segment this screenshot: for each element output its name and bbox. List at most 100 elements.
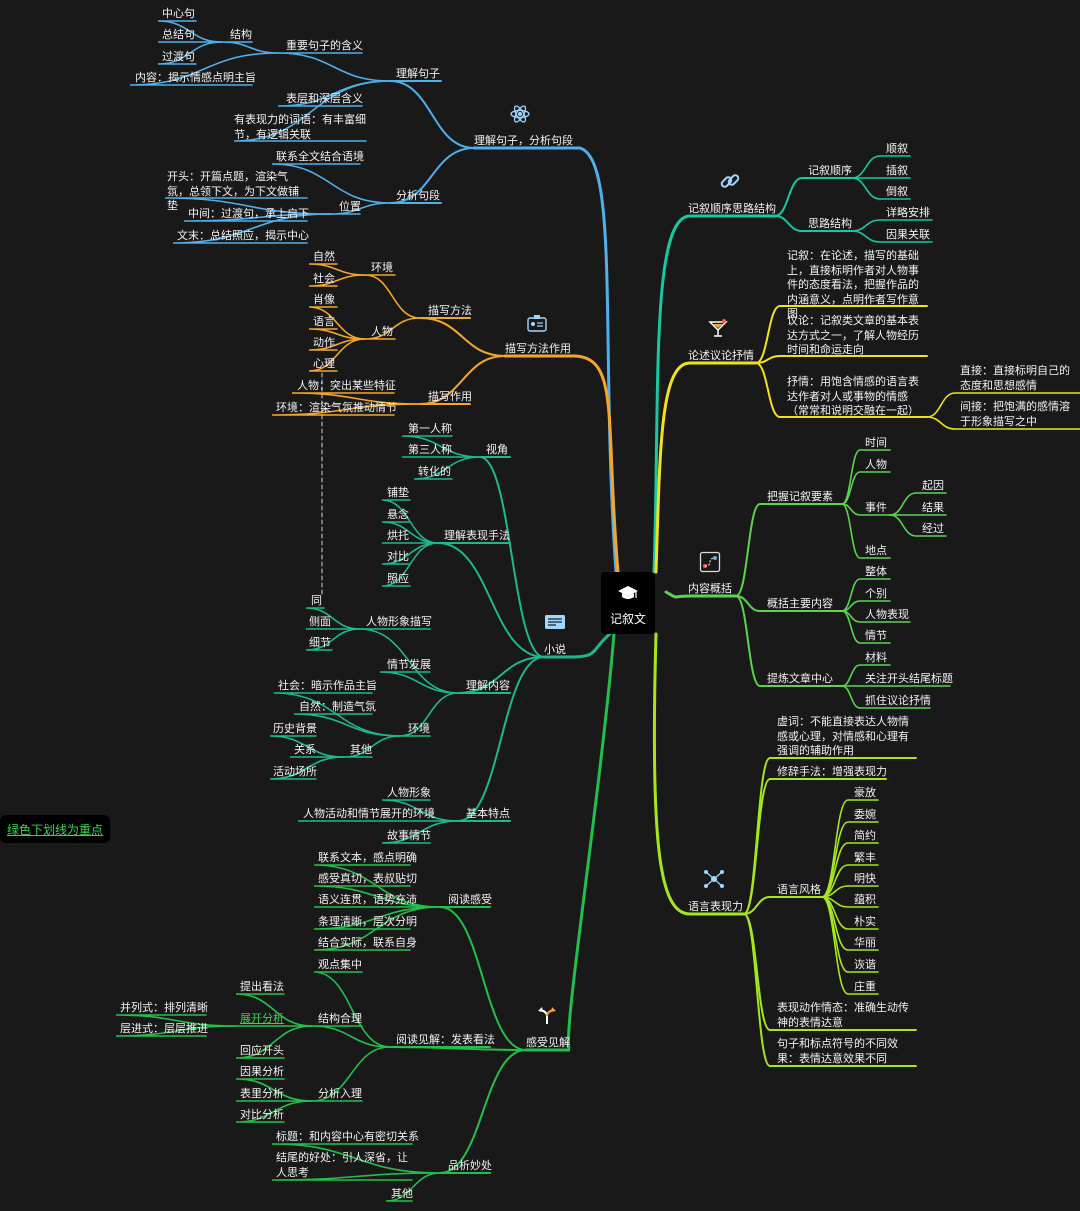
node-b2-c2-item[interactable]: 环境：渲染气氛推动情节 (276, 401, 397, 414)
node-b4-c1-item[interactable]: 条理清晰，层次分明 (318, 915, 417, 928)
node-b4-c3[interactable]: 品析妙处 (448, 1159, 492, 1172)
node-b3-c2-item[interactable]: 悬念 (387, 508, 409, 521)
node-b8-c3-item[interactable]: 朴实 (854, 915, 876, 928)
node-b7-c1-c4[interactable]: 地点 (865, 544, 887, 557)
node-b8-c1[interactable]: 虚词：不能直接表达人物情感或心理，对情感和心理有强调的辅助作用 (777, 715, 909, 757)
node-b1-c2-c2-item[interactable]: 文末：总结照应，揭示中心 (177, 229, 309, 242)
node-b3-c4-item[interactable]: 故事情节 (387, 829, 431, 842)
node-b1-c1-c1-c1-item[interactable]: 过渡句 (162, 50, 195, 63)
node-b8-c5[interactable]: 句子和标点符号的不同效果：表情达意效果不同 (777, 1037, 898, 1065)
node-b5-c1[interactable]: 记叙顺序 (808, 164, 852, 177)
node-b5-c2-item[interactable]: 因果关联 (886, 228, 930, 241)
node-b1-c1-c2[interactable]: 表层和深层含义 (286, 92, 363, 105)
node-b5-c2[interactable]: 思路结构 (808, 217, 852, 230)
node-b2-c1-c1[interactable]: 环境 (371, 261, 393, 274)
node-b3-c3-c3-c3-item[interactable]: 历史背景 (273, 722, 317, 735)
node-b3-c4[interactable]: 基本特点 (466, 807, 510, 820)
node-b1-c1-c1-c1-item[interactable]: 中心句 (162, 7, 195, 20)
node-b4-c2-c2-c1[interactable]: 提出看法 (240, 980, 284, 993)
node-b5-c1-item[interactable]: 插叙 (886, 164, 908, 177)
node-b3-c2-item[interactable]: 对比 (387, 550, 409, 563)
node-b1-c1[interactable]: 理解句子 (396, 67, 440, 80)
node-b7-c2-item[interactable]: 个别 (865, 587, 887, 600)
node-b8-c3-item[interactable]: 委婉 (854, 808, 876, 821)
node-b2-c1-c2-item[interactable]: 动作 (313, 336, 335, 349)
node-b7-c2-item[interactable]: 人物表现 (865, 608, 909, 621)
node-b6-c3[interactable]: 抒情：用饱含情感的语言表达作者对人或事物的情感（常常和说明交融在一起） (787, 375, 919, 417)
node-b3-c1[interactable]: 视角 (486, 443, 508, 456)
node-b3-c3-c3-c3[interactable]: 其他 (350, 743, 372, 756)
node-b2-c1-c1-item[interactable]: 社会 (313, 272, 335, 285)
node-b4-c1-item[interactable]: 感受真切，表叔贴切 (318, 872, 417, 885)
node-b3-c3[interactable]: 理解内容 (466, 679, 510, 692)
node-b2-c1-c2[interactable]: 人物 (371, 325, 393, 338)
node-b7[interactable]: 内容概括 (688, 582, 732, 595)
node-b1[interactable]: 理解句子，分析句段 (474, 134, 573, 147)
node-b8-c2[interactable]: 修辞手法：增强表现力 (777, 765, 887, 778)
node-b4-c1-item[interactable]: 语义连贯，语势充沛 (318, 893, 417, 906)
node-b1-c1-c3[interactable]: 有表现力的词语：有丰富细节，有逻辑关联 (234, 113, 366, 141)
node-b1-c1-c1-c1[interactable]: 结构 (230, 28, 252, 41)
node-b4-c3-item[interactable]: 其他 (391, 1187, 413, 1200)
node-b8-c3-item[interactable]: 蕴积 (854, 893, 876, 906)
node-b3-c2-item[interactable]: 照应 (387, 572, 409, 585)
node-b2-c1-c2-item[interactable]: 肖像 (313, 293, 335, 306)
node-b2[interactable]: 描写方法作用 (505, 342, 571, 355)
node-b7-c1[interactable]: 把握记叙要素 (767, 490, 833, 503)
note-key[interactable]: 绿色下划线为重点 (0, 815, 110, 843)
node-b8[interactable]: 语言表现力 (688, 900, 743, 913)
node-b7-c1-c3-item[interactable]: 结果 (922, 501, 944, 514)
node-b4-c2-c3-item[interactable]: 表里分析 (240, 1087, 284, 1100)
node-b4-c2-c2[interactable]: 结构合理 (318, 1012, 362, 1025)
node-b5[interactable]: 记叙顺序思路结构 (688, 202, 776, 215)
node-b4-c2-c2-c2-item[interactable]: 层进式：层层推进 (120, 1022, 208, 1035)
node-b7-c3-item[interactable]: 抓住议论抒情 (865, 694, 931, 707)
node-b6-item[interactable]: 记叙：在论述，描写的基础上，直接标明作者对人物事件的态度看法，把握作品的内涵意义… (787, 249, 919, 320)
node-b3-c4-item[interactable]: 人物形象 (387, 786, 431, 799)
node-b2-c1-c2-item[interactable]: 语言 (313, 315, 335, 328)
node-b4-c1-item[interactable]: 联系文本，感点明确 (318, 851, 417, 864)
node-b8-c3-item[interactable]: 简约 (854, 829, 876, 842)
node-b8-c3-item[interactable]: 华丽 (854, 936, 876, 949)
node-b3-c3-c3-c3-item[interactable]: 关系 (294, 743, 316, 756)
node-b1-c2[interactable]: 分析句段 (396, 189, 440, 202)
node-b8-c3-item[interactable]: 庄重 (854, 980, 876, 993)
node-b4[interactable]: 感受见解 (526, 1036, 570, 1049)
node-b8-c3-item[interactable]: 明快 (854, 872, 876, 885)
node-b7-c1-c3[interactable]: 事件 (865, 501, 887, 514)
node-b6-c3-item[interactable]: 直接：直接标明自己的态度和思想感情 (960, 364, 1070, 392)
node-b1-c1-c1-c1-item[interactable]: 总结句 (162, 28, 195, 41)
node-b8-c4[interactable]: 表现动作情态：准确生动传神的表情达意 (777, 1001, 909, 1029)
node-b4-c2-c2-c2-item[interactable]: 并列式：排列清晰 (120, 1001, 208, 1014)
node-b1-c2-c2-item[interactable]: 中间：过渡句，承上启下 (188, 207, 309, 220)
node-b7-c1-c3-item[interactable]: 经过 (922, 522, 944, 535)
node-b7-c3-item[interactable]: 关注开头结尾标题 (865, 672, 953, 685)
node-b2-c1-c1-item[interactable]: 自然 (313, 250, 335, 263)
node-b7-c2[interactable]: 概括主要内容 (767, 597, 833, 610)
node-b8-c3-item[interactable]: 豪放 (854, 786, 876, 799)
node-b4-c2-c2-c3[interactable]: 回应开头 (240, 1044, 284, 1057)
node-b7-c1-c2[interactable]: 人物 (865, 458, 887, 471)
node-b8-c3-item[interactable]: 诙谐 (854, 958, 876, 971)
node-b4-c2-c1[interactable]: 观点集中 (318, 958, 362, 971)
node-b4-c2[interactable]: 阅读见解：发表看法 (396, 1033, 495, 1046)
node-b2-c1[interactable]: 描写方法 (428, 304, 472, 317)
node-b3-c3-c3[interactable]: 环境 (408, 722, 430, 735)
node-b3-c2-item[interactable]: 烘托 (387, 529, 409, 542)
node-b1-c1-c1-c2[interactable]: 内容：揭示情感点明主旨 (135, 71, 256, 84)
node-b3-c1-item[interactable]: 转化的 (418, 465, 451, 478)
node-b7-c1-c1[interactable]: 时间 (865, 436, 887, 449)
node-b3[interactable]: 小说 (544, 643, 566, 656)
node-b7-c2-item[interactable]: 整体 (865, 565, 887, 578)
node-b3-c2-item[interactable]: 铺垫 (387, 486, 409, 499)
node-b1-c1-c1[interactable]: 重要句子的含义 (286, 39, 363, 52)
node-b3-c3-c3-c3-item[interactable]: 活动场所 (273, 765, 317, 778)
node-b2-c2[interactable]: 描写作用 (428, 390, 472, 403)
node-b4-c1[interactable]: 阅读感受 (448, 893, 492, 906)
node-b5-c2-item[interactable]: 详略安排 (886, 206, 930, 219)
node-b6-c3-item[interactable]: 间接：把饱满的感情溶于形象描写之中 (960, 400, 1070, 428)
node-b4-c2-c2-c2[interactable]: 展开分析 (240, 1012, 284, 1025)
node-b3-c2[interactable]: 理解表现手法 (444, 529, 510, 542)
node-b3-c1-item[interactable]: 第三人称 (408, 443, 452, 456)
node-b3-c3-c1-item[interactable]: 细节 (309, 636, 331, 649)
